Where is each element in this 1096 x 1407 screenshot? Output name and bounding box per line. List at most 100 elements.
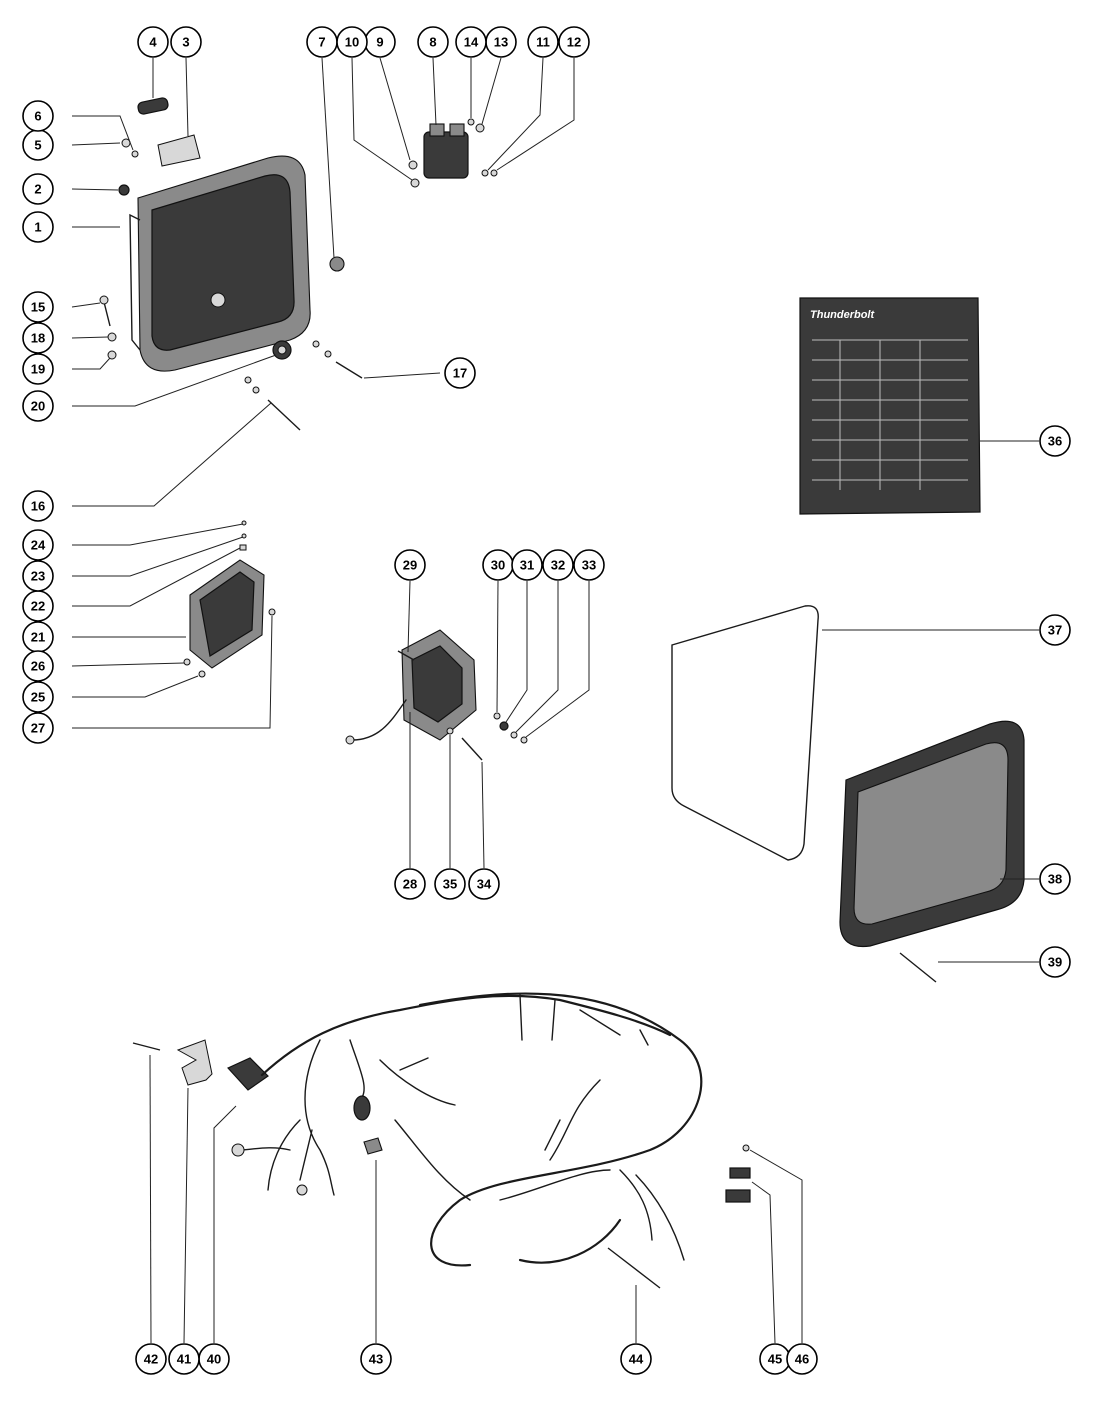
callout-number-16: 16: [31, 499, 45, 514]
leader-line-26: [71, 662, 185, 667]
leader-line-30: [496, 580, 499, 713]
callout-31: 31: [511, 549, 543, 581]
leader-line-27: [72, 615, 273, 729]
callout-16: 16: [22, 490, 54, 522]
washer-part-35: [446, 727, 454, 735]
callout-circle-28: [394, 868, 426, 900]
callout-number-7: 7: [318, 35, 325, 50]
callout-circle-16: [22, 490, 54, 522]
callout-number-33: 33: [582, 558, 596, 573]
callout-circle-20: [22, 390, 54, 422]
callout-number-5: 5: [34, 138, 41, 153]
screw-part-13: [475, 123, 485, 133]
callout-number-24: 24: [31, 538, 46, 553]
leader-line-7: [321, 57, 335, 259]
callout-number-23: 23: [31, 569, 45, 584]
callout-14: 14: [455, 26, 487, 58]
callout-30: 30: [482, 549, 514, 581]
callout-number-13: 13: [494, 35, 508, 50]
callout-number-17: 17: [453, 366, 467, 381]
callout-number-26: 26: [31, 659, 45, 674]
callout-22: 22: [22, 590, 54, 622]
rectifier-part-21: [189, 559, 265, 669]
leader-line-24: [72, 523, 244, 546]
clip-part-43: [363, 1137, 383, 1155]
callout-circle-12: [558, 26, 590, 58]
callout-circle-26: [22, 650, 54, 682]
callout-23: 23: [22, 560, 54, 592]
leader-line-18: [71, 336, 109, 339]
callout-circle-10: [336, 26, 368, 58]
solenoid-part-8: [423, 123, 469, 179]
leader-line-3: [185, 57, 189, 137]
callout-number-22: 22: [31, 599, 45, 614]
leader-line-12: [496, 58, 575, 171]
callout-circle-23: [22, 560, 54, 592]
callout-circle-34: [468, 868, 500, 900]
leader-line-20: [72, 354, 277, 407]
callout-38: 38: [1039, 863, 1071, 895]
leader-line-16: [72, 402, 272, 507]
nut-part-2: [118, 184, 130, 196]
nut-part-10: [410, 178, 420, 188]
callout-number-45: 45: [768, 1352, 782, 1367]
callout-46: 46: [786, 1343, 818, 1375]
leader-line-33: [525, 581, 590, 738]
callout-number-35: 35: [443, 877, 457, 892]
screw-part-15: [103, 301, 111, 327]
leader-line-15: [71, 302, 101, 308]
leader-line-22: [72, 547, 241, 607]
screw-part-46: [742, 1144, 750, 1152]
callout-42: 42: [135, 1343, 167, 1375]
callout-10: 10: [336, 26, 368, 58]
callout-number-4: 4: [149, 35, 157, 50]
callout-25: 25: [22, 681, 54, 713]
callout-number-18: 18: [31, 331, 45, 346]
leader-line-13: [481, 57, 502, 125]
callout-number-43: 43: [369, 1352, 383, 1367]
leader-line-8: [432, 57, 437, 126]
callout-circle-29: [394, 549, 426, 581]
callout-13: 13: [485, 26, 517, 58]
screw-part-17: [335, 361, 363, 379]
callout-circle-27: [22, 712, 54, 744]
callout-number-6: 6: [34, 109, 41, 124]
callout-circle-6: [22, 100, 54, 132]
bracket-part-41: [176, 1039, 213, 1086]
callout-3: 3: [170, 26, 202, 58]
callout-34: 34: [468, 868, 500, 900]
callout-circle-37: [1039, 614, 1071, 646]
starter-relay-part-28: [345, 629, 477, 745]
callout-circle-1: [22, 211, 54, 243]
callout-number-1: 1: [34, 220, 41, 235]
callout-circle-15: [22, 291, 54, 323]
callout-circle-4: [137, 26, 169, 58]
callout-1: 1: [22, 211, 54, 243]
leader-line-46: [749, 1149, 803, 1343]
callout-6: 6: [22, 100, 54, 132]
leader-line-11: [487, 57, 544, 171]
callout-45: 45: [759, 1343, 791, 1375]
callout-5: 5: [22, 129, 54, 161]
callout-circle-32: [542, 549, 574, 581]
callout-circle-46: [786, 1343, 818, 1375]
callout-12: 12: [558, 26, 590, 58]
callout-number-3: 3: [182, 35, 189, 50]
leader-line-42: [149, 1054, 152, 1344]
callout-circle-39: [1039, 946, 1071, 978]
callout-number-9: 9: [376, 35, 383, 50]
grommet-strip-part-4: [137, 97, 169, 115]
leader-line-9: [379, 57, 411, 161]
leader-line-17: [363, 372, 441, 379]
callout-circle-35: [434, 868, 466, 900]
callout-circle-36: [1039, 425, 1071, 457]
callout-8: 8: [417, 26, 449, 58]
tie-strap-part-44: [607, 1247, 661, 1289]
callout-28: 28: [394, 868, 426, 900]
leader-line-6: [72, 115, 134, 151]
callout-number-34: 34: [477, 877, 492, 892]
callout-number-20: 20: [31, 399, 45, 414]
screw-part-34: [461, 737, 483, 761]
gasket-part-37: [671, 605, 819, 861]
